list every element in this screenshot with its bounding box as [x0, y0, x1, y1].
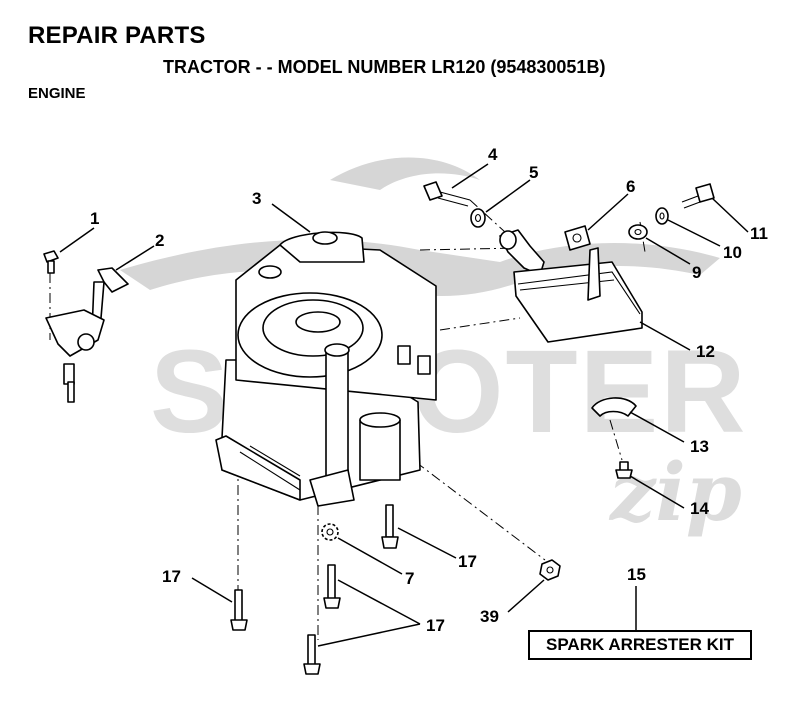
callout-6: 6: [626, 177, 635, 196]
callout-15: 15: [627, 565, 646, 584]
callout-7: 7: [405, 569, 414, 588]
callout-5: 5: [529, 163, 538, 182]
callout-labels: 1 2 3 4 5 6 7 9 10 11 12 13 14 15 17 17 …: [90, 145, 768, 635]
part-17-bolts: [230, 504, 399, 675]
part-2-throttle-bracket: [45, 267, 129, 403]
part-11-bolt: [681, 183, 715, 209]
model-subtitle: TRACTOR - - MODEL NUMBER LR120 (95483005…: [163, 57, 606, 77]
part-39-nut: [539, 559, 561, 581]
part-14-screw: [615, 461, 633, 479]
watermark-script: zip: [608, 445, 742, 539]
callout-1: 1: [90, 209, 99, 228]
callout-12: 12: [696, 342, 715, 361]
callout-11: 11: [750, 224, 768, 243]
part-12-muffler: [499, 229, 643, 343]
section-label: ENGINE: [28, 85, 86, 102]
part-1-bolt: [43, 250, 59, 274]
callout-4: 4: [488, 145, 498, 164]
callout-13: 13: [690, 437, 709, 456]
part-9-washer: [628, 224, 648, 240]
part-5-washer: [470, 208, 486, 228]
part-10-washer: [655, 207, 669, 225]
callout-17-left: 17: [162, 567, 181, 586]
part-13-spark-arrester: [591, 397, 637, 417]
callout-9: 9: [692, 263, 701, 282]
callout-17-bottom: 17: [426, 616, 445, 635]
leader-lines: [59, 163, 749, 647]
callout-39: 39: [480, 607, 499, 626]
part-7-star-washer: [321, 523, 339, 541]
callout-2: 2: [155, 231, 164, 250]
part-3-engine: [215, 231, 437, 507]
part-4-bolt: [423, 181, 471, 207]
callout-14: 14: [690, 499, 709, 518]
callout-10: 10: [723, 243, 742, 262]
kit-label: SPARK ARRESTER KIT: [546, 635, 734, 654]
callout-17-right: 17: [458, 552, 477, 571]
page-title: REPAIR PARTS: [28, 22, 206, 49]
spark-arrester-kit-box: SPARK ARRESTER KIT: [528, 630, 752, 660]
part-6-gasket: [564, 225, 591, 251]
callout-3: 3: [252, 189, 261, 208]
